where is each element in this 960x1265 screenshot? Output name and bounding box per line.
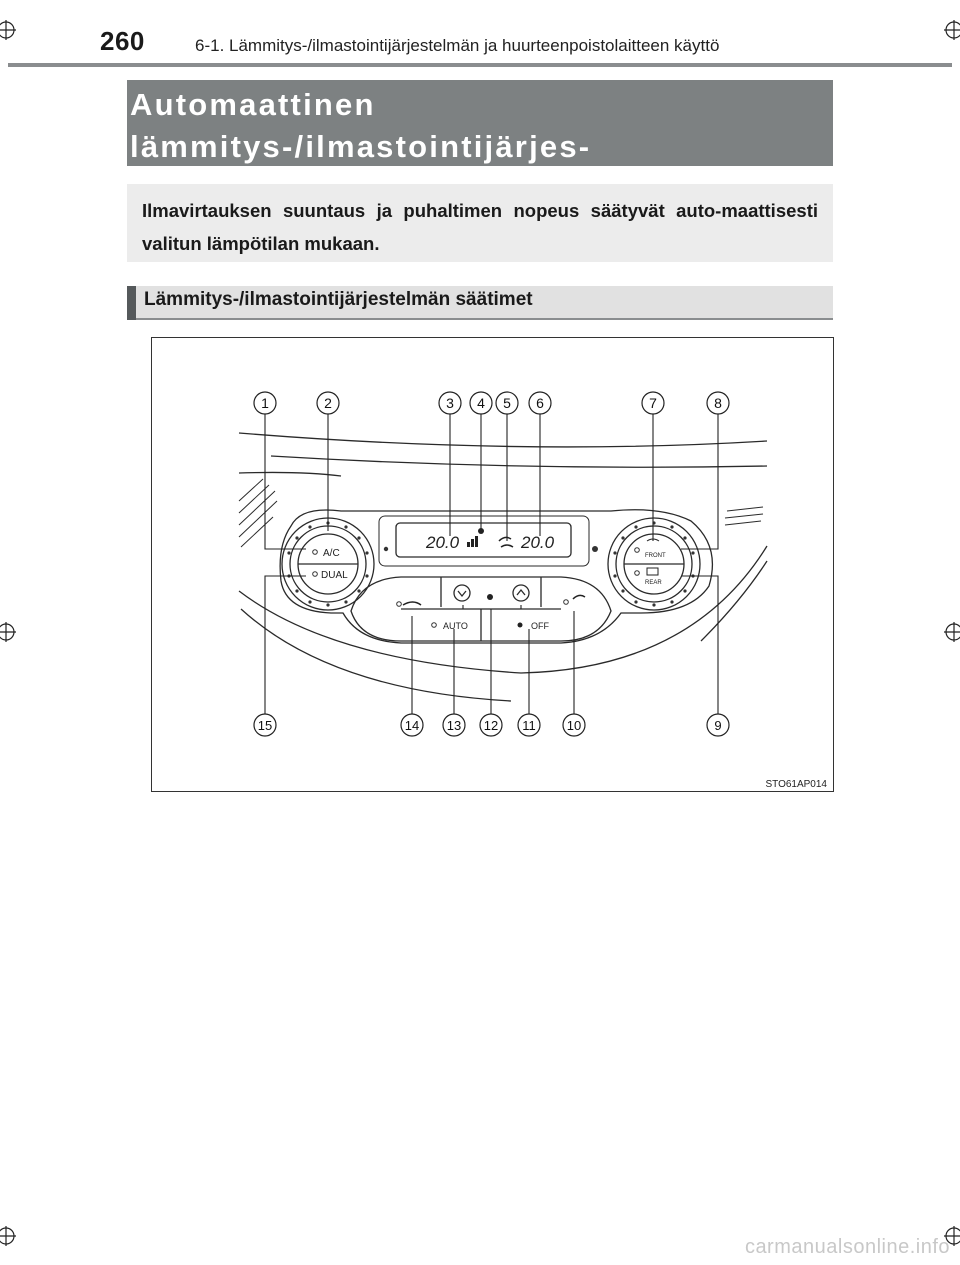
auto-button-label: AUTO [443,621,468,631]
header-rule [8,63,952,67]
control-panel-figure: A/C DUAL AUTO OFF FRONT REAR 20.0 20.0 [151,337,834,792]
intro-box [127,184,833,262]
front-button-label: FRONT [645,553,666,559]
footer-watermark: carmanualsonline.info [744,1236,950,1258]
dual-button-label: DUAL [321,570,348,581]
callout-4: 4 [477,395,485,411]
control-panel-illustration: A/C DUAL AUTO OFF FRONT REAR 20.0 20.0 [238,391,827,790]
callout-11: 11 [522,718,536,733]
title-banner [127,80,833,166]
callout-13: 13 [447,718,461,733]
rear-button-label: REAR [645,580,662,586]
callout-15: 15 [258,718,272,733]
callout-12: 12 [484,718,498,733]
section-heading-box [127,286,833,320]
section-heading-bar [127,286,136,320]
right-temp-display: 20.0 [520,533,555,552]
callout-3: 3 [446,395,454,411]
off-button-label: OFF [531,621,549,631]
page-number: 260 [100,26,145,56]
running-head: 6-1. Lämmitys-/ilmastointijärjestelmän j… [195,36,720,55]
callout-1: 1 [261,395,269,411]
callout-2: 2 [324,395,332,411]
callout-10: 10 [567,718,581,733]
callout-7: 7 [649,395,657,411]
callout-14: 14 [405,718,419,733]
figure-id: STO61AP014 [765,779,827,790]
callout-6: 6 [536,395,544,411]
callout-9: 9 [714,718,721,733]
fan-icon [467,528,523,628]
ac-button-label: A/C [323,548,340,559]
intro-text: Ilmavirtauksen suuntaus ja puhaltimen no… [142,200,818,254]
section-heading: Lämmitys-/ilmastointijärjestelmän säätim… [144,289,533,310]
airflow-icon [402,536,586,606]
page-title: Automaattinen lämmitys-/ilmastointijärje… [130,84,830,210]
page-title-line1: Automaattinen lämmitys-/ilmastointijärje… [130,87,592,164]
callout-8: 8 [714,395,722,411]
left-temp-display: 20.0 [425,533,460,552]
callout-5: 5 [503,395,511,411]
